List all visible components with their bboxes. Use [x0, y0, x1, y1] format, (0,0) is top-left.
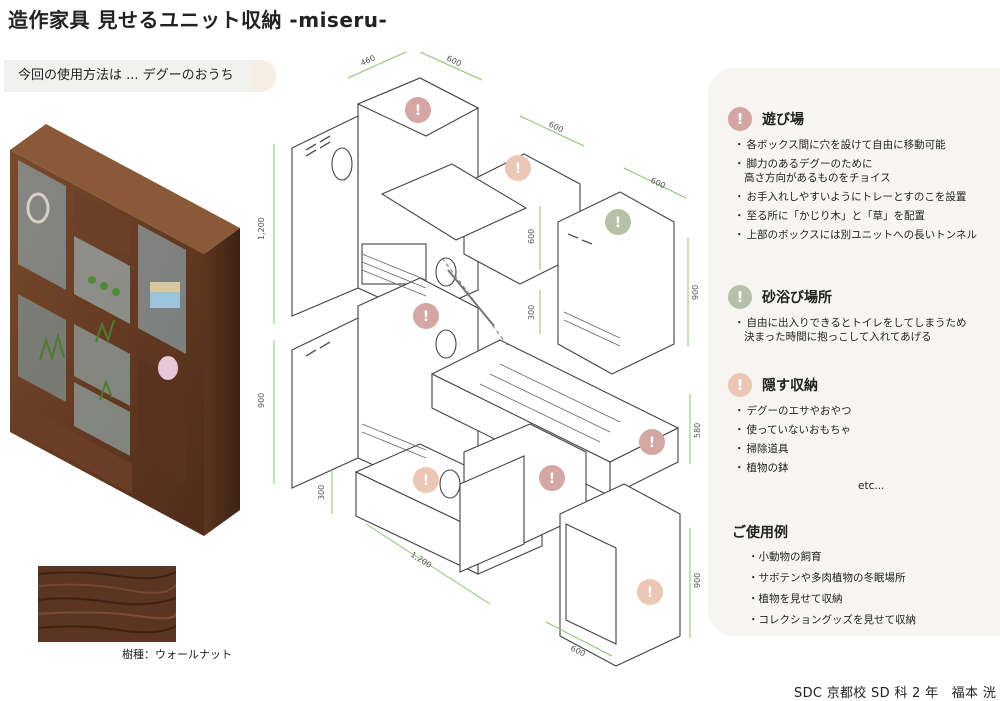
walnut-swatch [38, 566, 176, 642]
list-item: ・至る所に「かじり木」と「草」を配置 [734, 210, 925, 222]
exclamation-icon: ! [728, 285, 752, 309]
list-item: ・自由に出入りできるとトイレをしてしまうため決まった時間に抱っこして入れてあげる [734, 317, 967, 343]
svg-text:!: ! [615, 215, 621, 231]
list-item: ・掃除道具 [734, 443, 789, 455]
list-item: ・小動物の飼育 [748, 551, 822, 563]
section-asobiba: ! 遊び場 ・各ボックス間に穴を設けて自由に移動可能 ・脚力のあるデグーのために… [708, 106, 1000, 247]
badge-group: ! ! ! ! ! ! ! ! [405, 97, 665, 605]
section-title: ご使用例 [732, 525, 788, 541]
dim-460: 460 [359, 53, 377, 67]
dim-1200: 1,200 [257, 217, 266, 240]
list-item: ・お手入れしやすいようにトレーとすのこを設置 [734, 191, 967, 203]
svg-text:!: ! [649, 435, 655, 451]
dim-600-v: 600 [527, 229, 536, 244]
svg-text:!: ! [515, 161, 521, 177]
dim-1200-w: 1,200 [409, 550, 433, 570]
exploded-unit-diagram: ! ! ! ! ! ! ! ! 460 600 600 600 1,200 90… [257, 51, 702, 667]
list-item: ・植物の鉢 [734, 462, 789, 474]
svg-text:!: ! [415, 103, 421, 119]
etc-text: etc... [858, 480, 885, 492]
section-kakusu: ! 隠す収納 ・デグーのエサやおやつ ・使っていないおもちゃ ・掃除道具 ・植物… [708, 372, 1000, 492]
exclamation-icon: ! [728, 107, 752, 131]
dim-580: 580 [693, 423, 702, 438]
section-title: 隠す収納 [762, 378, 818, 394]
section-goshiyou: ご使用例 ・小動物の飼育 ・サボテンや多肉植物の冬眠場所 ・植物を見せて収納 ・… [708, 522, 1000, 634]
usage-banner: 今回の使用方法は ... デグーのおうち [4, 60, 276, 92]
section-title: 遊び場 [762, 112, 804, 128]
dim-900b: 900 [691, 285, 700, 300]
cabinet-rendering [10, 124, 240, 536]
list-item: ・脚力のあるデグーのために高さ方向があるものをチョイス [734, 158, 891, 184]
list-item: ・上部のボックスには別ユニットへの長いトンネル [734, 229, 977, 241]
dim-900a: 900 [257, 393, 266, 408]
dim-300a: 300 [527, 305, 536, 320]
wood-caption: 樹種：ウォールナット [122, 648, 232, 661]
list-item: ・使っていないおもちゃ [734, 424, 851, 436]
dim-600b: 600 [547, 120, 565, 135]
list-item: ・サボテンや多肉植物の冬眠場所 [748, 572, 906, 584]
dim-900c: 900 [693, 573, 702, 588]
section-title: 砂浴び場所 [762, 290, 832, 306]
list-item: ・各ボックス間に穴を設けて自由に移動可能 [734, 139, 946, 151]
page-title: 造作家具 見せるユニット収納 -miseru- [8, 8, 388, 32]
usage-text: 今回の使用方法は ... デグーのおうち [18, 68, 234, 83]
svg-text:!: ! [423, 473, 429, 489]
author-credit: SDC 京都校 SD 科 2 年 福本 洸 [794, 686, 996, 701]
dim-600c: 600 [649, 176, 667, 191]
section-sunabi: ! 砂浴び場所 ・自由に出入りできるとトイレをしてしまうため決まった時間に抱っこ… [708, 284, 1000, 349]
dim-600a: 600 [445, 54, 463, 69]
list-item: ・コレクショングッズを見せて収納 [748, 614, 916, 626]
dim-300b: 300 [317, 485, 326, 500]
svg-text:!: ! [549, 471, 555, 487]
svg-text:!: ! [647, 585, 653, 601]
list-item: ・植物を見せて収納 [748, 593, 843, 605]
exclamation-icon: ! [728, 373, 752, 397]
svg-text:!: ! [423, 309, 429, 325]
list-item: ・デグーのエサやおやつ [734, 405, 852, 417]
info-panel: ! 遊び場 ・各ボックス間に穴を設けて自由に移動可能 ・脚力のあるデグーのために… [708, 68, 1000, 636]
